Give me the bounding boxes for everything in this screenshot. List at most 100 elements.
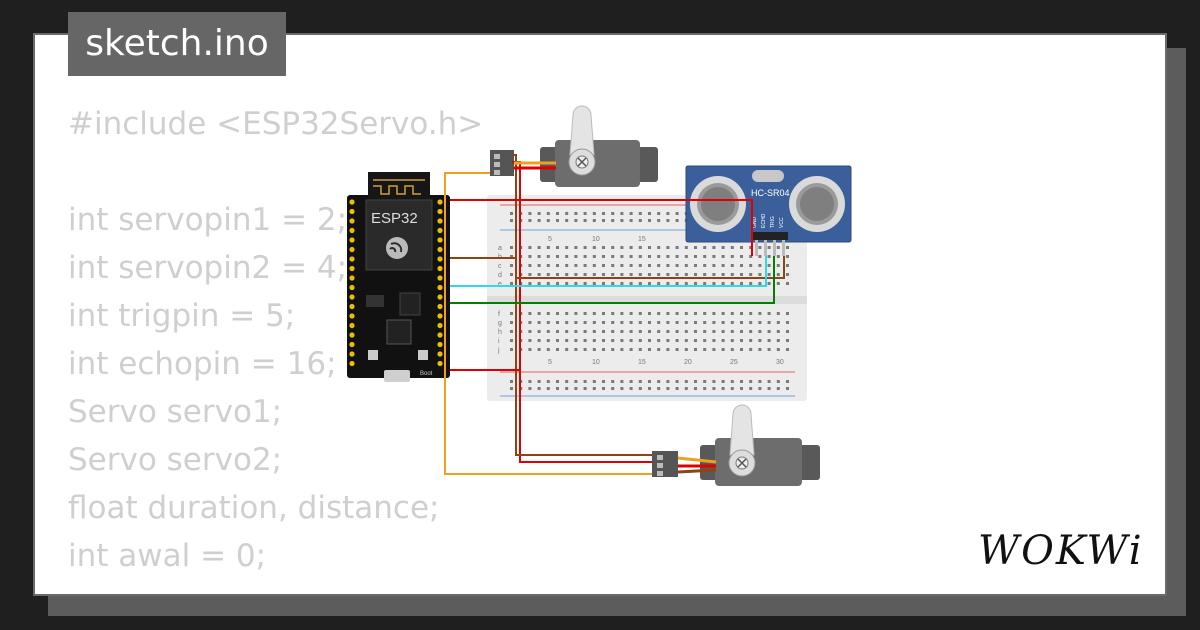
breadboard-hole <box>537 264 541 267</box>
esp32-pin[interactable] <box>349 265 355 272</box>
esp32-pin[interactable] <box>437 341 443 348</box>
breadboard-hole <box>666 273 670 276</box>
breadboard-hole <box>675 212 679 215</box>
esp32-pin[interactable] <box>437 303 443 310</box>
esp32-pin[interactable] <box>349 275 355 281</box>
esp32-pin[interactable] <box>349 208 355 215</box>
esp32-pin[interactable] <box>437 332 443 338</box>
breadboard-hole <box>574 273 578 276</box>
esp32-pin[interactable] <box>349 246 355 253</box>
esp32-pin[interactable] <box>437 227 443 234</box>
esp32-pin[interactable] <box>349 227 355 234</box>
breadboard-hole <box>666 330 670 333</box>
esp32-pin[interactable] <box>349 294 355 300</box>
esp32-pin[interactable] <box>437 199 443 205</box>
ultrasonic-sensor[interactable]: HC-SR04 ECHO TRIG VCC GND <box>685 165 852 256</box>
wire-servo-bottom-brown <box>677 468 717 474</box>
breadboard-hole <box>694 282 697 285</box>
esp32-pin[interactable] <box>349 332 355 338</box>
breadboard-hole <box>712 264 716 267</box>
breadboard-hole <box>556 312 559 315</box>
breadboard-hole <box>629 273 633 276</box>
breadboard-hole <box>565 330 569 333</box>
esp32-pin[interactable] <box>349 341 355 348</box>
breadboard-hole <box>546 380 550 383</box>
esp32-pin[interactable] <box>349 313 355 319</box>
esp32-pin[interactable] <box>437 313 443 319</box>
breadboard-hole <box>657 246 661 249</box>
breadboard-hole <box>546 246 550 249</box>
breadboard-number: 5 <box>548 236 552 243</box>
breadboard-hole <box>749 387 753 390</box>
breadboard-hole <box>611 339 615 342</box>
esp32-pin[interactable] <box>349 284 355 291</box>
breadboard-hole <box>694 348 697 351</box>
esp32-pin[interactable] <box>437 218 443 224</box>
breadboard-hole <box>510 330 513 333</box>
breadboard-hole <box>611 282 615 285</box>
breadboard-hole <box>675 264 679 267</box>
esp32-pin[interactable] <box>437 256 443 262</box>
breadboard-hole <box>556 264 559 267</box>
breadboard-hole <box>721 348 725 351</box>
breadboard-hole <box>684 339 688 342</box>
esp32-pin[interactable] <box>437 265 443 272</box>
breadboard-hole <box>629 312 633 315</box>
esp32-pin[interactable] <box>349 237 355 243</box>
esp32-pin[interactable] <box>349 303 355 310</box>
esp32-pin[interactable] <box>349 218 355 224</box>
esp32-pin[interactable] <box>437 294 443 300</box>
breadboard-hole <box>786 321 789 324</box>
breadboard-hole <box>703 339 707 342</box>
breadboard-hole <box>730 264 734 267</box>
breadboard-hole <box>574 380 578 383</box>
file-tab[interactable]: sketch.ino <box>68 12 286 76</box>
breadboard-hole <box>602 219 605 222</box>
breadboard-row-letter: d <box>498 272 502 279</box>
breadboard-hole <box>602 212 605 215</box>
esp32-pin[interactable] <box>437 322 443 329</box>
breadboard-hole <box>657 380 661 383</box>
breadboard-hole <box>565 321 569 324</box>
esp32-pin[interactable] <box>437 246 443 253</box>
breadboard-hole <box>583 255 587 258</box>
esp32-pin[interactable] <box>349 199 355 205</box>
esp32-pin[interactable] <box>437 208 443 215</box>
breadboard-hole <box>620 282 624 285</box>
servo-bottom[interactable] <box>700 404 820 486</box>
servo-top[interactable] <box>540 105 658 187</box>
breadboard-hole <box>583 339 587 342</box>
wires <box>444 154 785 475</box>
code-line: int awal = 0; <box>68 538 267 574</box>
breadboard-row-letter: c <box>498 263 502 270</box>
breadboard-hole <box>592 219 596 222</box>
breadboard-hole <box>546 339 550 342</box>
esp32-pin[interactable] <box>437 360 443 367</box>
esp32-pin[interactable] <box>349 256 355 262</box>
breadboard-hole <box>574 330 578 333</box>
breadboard-hole <box>740 330 743 333</box>
esp32-pin[interactable] <box>437 351 443 357</box>
breadboard-hole <box>694 387 697 390</box>
breadboard-hole <box>629 339 633 342</box>
breadboard-hole <box>574 312 578 315</box>
breadboard-hole <box>611 273 615 276</box>
breadboard-hole <box>528 380 532 383</box>
esp32-pin[interactable] <box>437 284 443 291</box>
esp32-board[interactable]: ESP32 Boot <box>347 172 450 382</box>
breadboard-hole <box>767 312 771 315</box>
breadboard-hole <box>694 380 697 383</box>
breadboard-hole <box>510 212 513 215</box>
esp32-pin[interactable] <box>349 351 355 357</box>
esp32-pin[interactable] <box>437 275 443 281</box>
esp32-pin[interactable] <box>349 360 355 367</box>
breadboard-hole <box>675 246 679 249</box>
breadboard-hole <box>620 348 624 351</box>
breadboard-hole <box>574 282 578 285</box>
esp32-pin[interactable] <box>437 237 443 243</box>
esp32-pin[interactable] <box>349 322 355 329</box>
breadboard-row-letter: i <box>498 338 500 345</box>
breadboard-number: 10 <box>592 236 600 243</box>
breadboard-hole <box>592 387 596 390</box>
breadboard-hole <box>694 330 697 333</box>
